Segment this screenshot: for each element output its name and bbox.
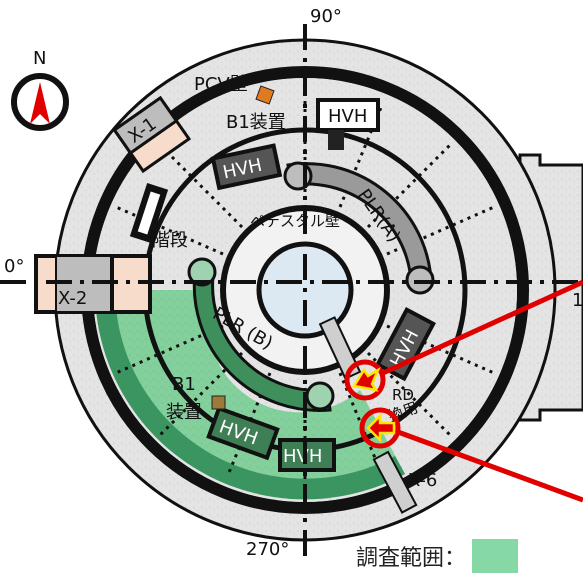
plr-a-pump-end [283,161,313,191]
axis-lines [0,24,583,556]
svg-text:HVH: HVH [328,106,367,127]
survey-marker-lower [359,407,401,449]
angle-270-label: 270° [246,539,289,560]
plr-b-end-left [187,257,217,287]
pedestal-wall-label: ペデスタル壁 [250,212,340,230]
b1-device-top-marker [255,85,275,105]
hvh-unit-top: HVH [316,98,380,150]
survey-marker-upper [344,359,386,401]
pcv-wall-label: PCV壁 [194,74,248,95]
svg-text:N: N [33,48,46,69]
angle-180-label: 1 [572,290,583,311]
stairs-inner [137,191,161,235]
penetration-x6 [372,450,418,514]
hvh-unit-upper-left: HVH [210,143,283,191]
angle-90-label: 90° [310,6,342,27]
svg-text:X-2: X-2 [58,288,87,309]
legend-swatch-survey-area [472,539,519,573]
survey-area-outer-band [95,290,405,500]
north-arrow-icon: N [11,48,69,131]
x6-label: X-6 [408,470,437,491]
svg-text:HVH: HVH [283,446,322,467]
penetration-x1: X-1 [112,95,192,174]
legend-label: 調査範囲： [356,546,467,571]
b1-device-left-marker [211,395,226,410]
crd-label-1: RD [392,386,414,404]
b1-device-top-label: B1装置 [226,112,286,133]
callout-lines [381,279,583,503]
b1-device-left-label-2: 装置 [166,402,202,423]
legend: 調査範囲： [356,536,519,576]
stairs-label: 階段 [152,230,188,251]
plr-b-end-bottom [305,381,335,411]
crd-hatch-opening [318,316,362,380]
hvh-unit-bottom-left: HVH [206,405,280,461]
angle-0-label: 0° [4,256,24,277]
b1-device-left-label-1: B1 [172,374,196,395]
